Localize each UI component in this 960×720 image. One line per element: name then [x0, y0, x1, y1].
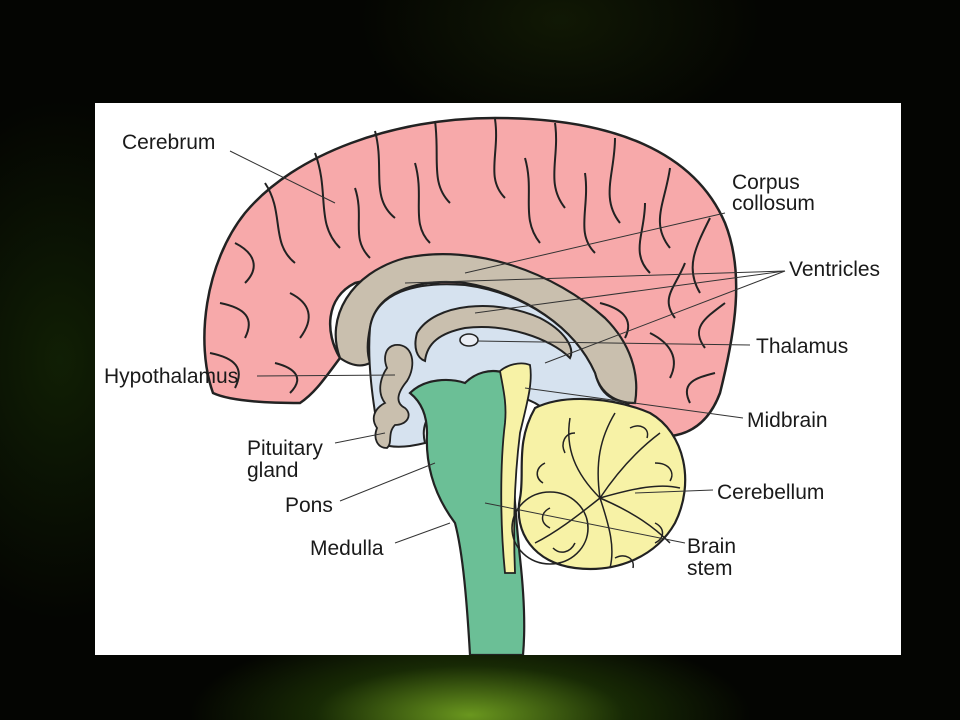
label-pituitary-line1: Pituitary — [247, 437, 323, 460]
label-thalamus: Thalamus — [756, 335, 848, 358]
label-brainstem-line1: Brain — [687, 535, 736, 558]
label-medulla: Medulla — [310, 537, 384, 560]
label-corpus-line2: collosum — [732, 192, 815, 215]
label-hypothalamus: Hypothalamus — [104, 365, 238, 388]
thalamus-shape — [459, 333, 479, 347]
midbrain-shape — [499, 362, 532, 574]
cerebellum-arbor — [511, 491, 589, 565]
label-cerebrum: Cerebrum — [122, 131, 215, 154]
brain-diagram: Cerebrum Corpus collosum Ventricles Thal… — [104, 116, 880, 655]
brain-diagram-panel: Cerebrum Corpus collosum Ventricles Thal… — [95, 103, 901, 655]
cerebellum-shape — [517, 397, 687, 570]
cerebellum-folia — [534, 412, 681, 569]
label-pons: Pons — [285, 494, 333, 517]
label-brainstem-line2: stem — [687, 557, 733, 580]
label-pituitary-line2: gland — [247, 459, 298, 482]
fornix-shape — [414, 305, 573, 363]
label-corpus-line1: Corpus — [732, 171, 800, 194]
label-cerebellum: Cerebellum — [717, 481, 824, 504]
hypothalamus-shape — [372, 344, 414, 449]
cortex-folds — [209, 118, 726, 404]
label-ventricles: Ventricles — [789, 258, 880, 281]
leader-lines — [229, 150, 786, 544]
brainstem-shape — [408, 369, 526, 655]
label-midbrain: Midbrain — [747, 409, 828, 432]
